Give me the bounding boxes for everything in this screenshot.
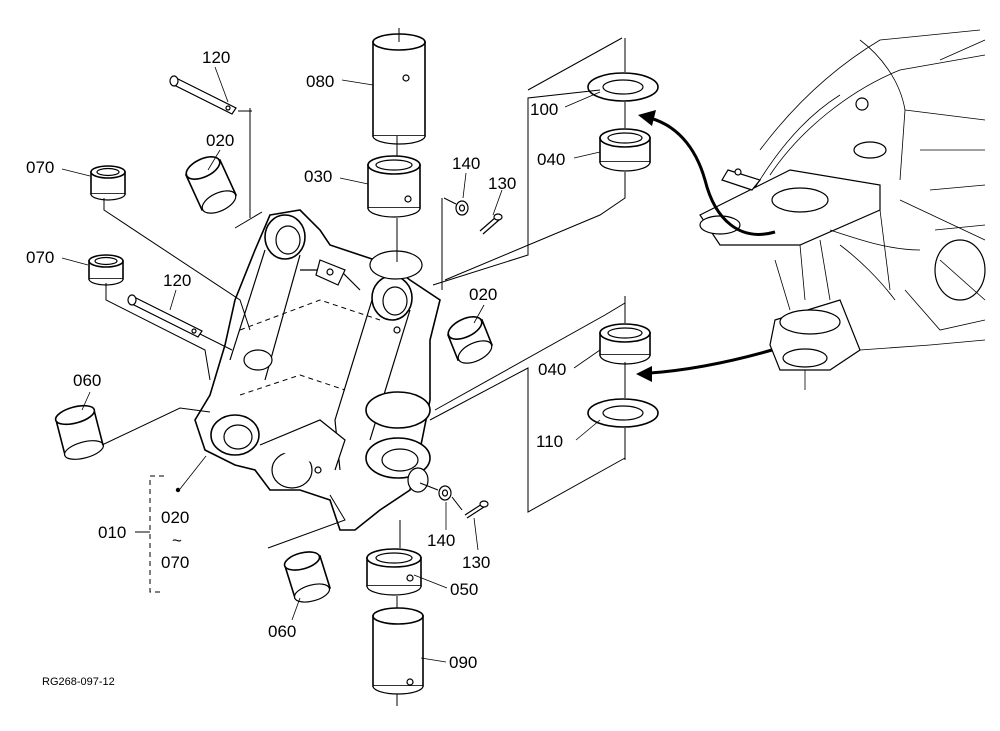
collar-050: [366, 548, 422, 596]
label-130-top: 130: [488, 174, 516, 193]
bushing-060-bottom: [283, 551, 332, 603]
part-labels: 120 080 100 070 020 030 140 130 040 070 …: [26, 48, 566, 688]
label-050: 050: [450, 580, 478, 599]
bushing-070-top: [90, 165, 126, 201]
label-120-top: 120: [202, 48, 230, 67]
label-020-mid: 020: [469, 285, 497, 304]
assembly-lines: [101, 28, 626, 706]
leader-lines: [61, 66, 601, 663]
bushing-060-left: [54, 404, 105, 460]
bushing-040-lower: [599, 323, 651, 365]
label-100: 100: [530, 100, 558, 119]
cotter-pin-130-bottom: [464, 500, 489, 519]
location-arrows: [636, 110, 776, 382]
bushing-020-top: [184, 156, 238, 214]
cotter-pin-130-top: [479, 213, 503, 235]
label-020-top: 020: [206, 131, 234, 150]
arrow-lower-head: [636, 366, 652, 382]
pin-120-top: [169, 75, 237, 115]
label-060-left: 060: [73, 371, 101, 390]
label-140-top: 140: [452, 154, 480, 173]
label-040-lower: 040: [538, 360, 566, 379]
washer-100: [587, 72, 659, 102]
washer-110: [587, 398, 659, 428]
vehicle-frame-illustration: [699, 29, 986, 390]
bracket-casting-010: [194, 209, 441, 531]
collar-030: [367, 155, 421, 218]
pin-080: [372, 33, 426, 145]
label-070-mid: 070: [26, 248, 54, 267]
label-040-top: 040: [537, 150, 565, 169]
bushing-070-mid: [88, 254, 124, 286]
arrow-upper-head: [638, 110, 656, 126]
label-130-bottom: 130: [462, 553, 490, 572]
label-030: 030: [304, 167, 332, 186]
arrow-upper: [649, 116, 776, 236]
label-060-bottom: 060: [268, 622, 296, 641]
label-group-range-end: 070: [161, 553, 189, 572]
label-group-010: 010: [98, 523, 126, 542]
label-080: 080: [306, 72, 334, 91]
label-110: 110: [536, 432, 563, 451]
label-140-bottom: 140: [427, 531, 455, 550]
pin-090: [372, 607, 424, 695]
reference-code: RG268-097-12: [42, 676, 115, 688]
washer-140-top: [455, 200, 469, 216]
label-090: 090: [449, 653, 477, 672]
label-070-top: 070: [26, 158, 54, 177]
group-bracket-010: [135, 455, 207, 593]
label-group-range-sep: ~: [172, 531, 182, 550]
pin-120-lower: [127, 294, 203, 338]
washer-140-bottom: [438, 485, 452, 501]
label-group-range-start: 020: [161, 508, 189, 527]
bushing-040-top: [599, 128, 651, 172]
bushing-020-mid: [446, 316, 494, 364]
label-120-lower: 120: [163, 271, 191, 290]
arrow-lower: [649, 348, 773, 375]
